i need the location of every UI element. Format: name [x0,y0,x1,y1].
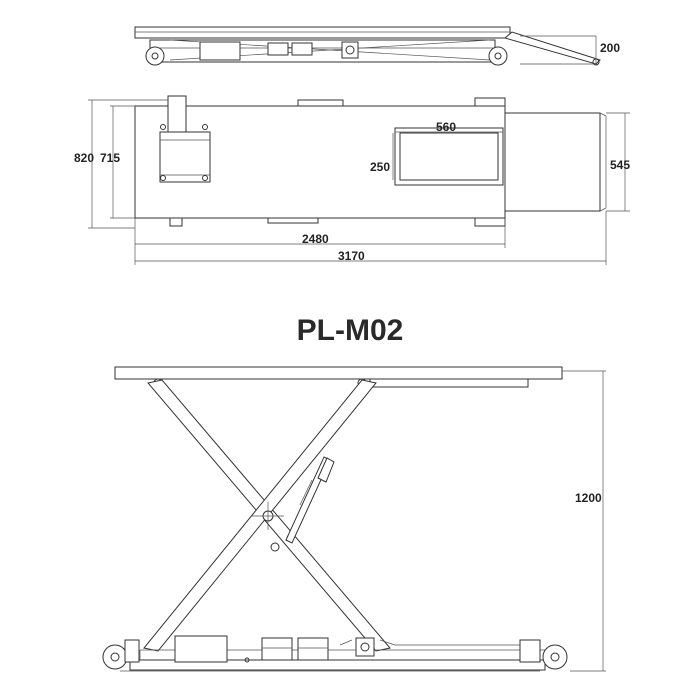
dim-overall-length: 3170 [338,249,365,263]
side-view-lowered: 200 [134,26,620,66]
dim-cutout-length: 560 [436,120,456,134]
dim-max-height: 1200 [575,491,602,505]
top-view: 560 250 545 820 715 2480 3170 [74,95,630,265]
model-title: PL-M02 [297,314,404,347]
dim-ramp-height: 200 [600,41,620,55]
dim-ramp-width: 545 [610,158,630,172]
dim-width-inner: 715 [100,151,120,165]
side-view-raised: 1200 [102,366,606,672]
dim-platform-length: 2480 [302,232,329,246]
dim-cutout-width: 250 [370,160,390,174]
dim-width-outer: 820 [74,151,94,165]
